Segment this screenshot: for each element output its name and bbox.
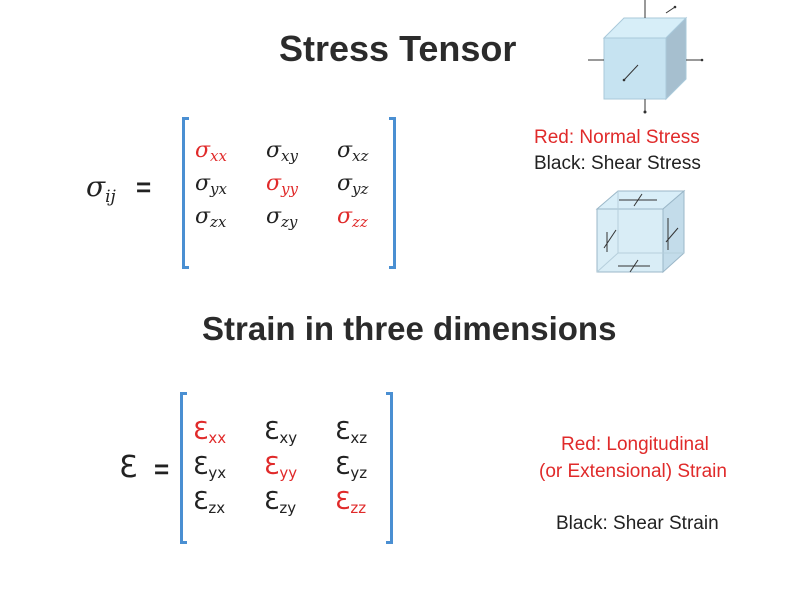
strain-cell-symbol: Ɛ: [335, 451, 351, 480]
stress-cell-symbol: σ: [195, 138, 211, 163]
stress-symbol-sub: ij: [105, 187, 116, 207]
strain-matrix-cell: Ɛxy: [264, 416, 297, 447]
strain-matrix-cell: Ɛyx: [193, 451, 226, 482]
strain-matrix-left-bracket: [180, 392, 187, 544]
stress-symbol: σij: [86, 170, 116, 207]
strain-cell-symbol: Ɛ: [193, 486, 209, 515]
stress-cell-symbol: σ: [266, 138, 282, 163]
strain-cell-subscript: yx: [208, 464, 227, 482]
strain-cell-subscript: xz: [350, 429, 368, 447]
stress-symbol-base: σ: [86, 170, 106, 203]
stress-cell-symbol: σ: [195, 204, 211, 229]
stress-matrix-cell: σxx: [195, 138, 227, 165]
strain-cell-symbol: Ɛ: [335, 416, 351, 445]
strain-matrix-cell: Ɛyz: [335, 451, 367, 482]
stress-cell-symbol: σ: [266, 204, 282, 229]
stress-cell-subscript: yx: [210, 180, 227, 198]
stress-cell-symbol: σ: [266, 171, 282, 196]
strain-cell-subscript: xx: [208, 429, 227, 447]
strain-matrix-cell: Ɛzx: [193, 486, 225, 517]
stress-cell-subscript: yy: [281, 180, 298, 198]
stress-legend-normal: Red: Normal Stress: [534, 127, 700, 148]
strain-symbol: Ɛ: [119, 450, 138, 485]
normal-stress-cube-icon: [588, 0, 704, 114]
strain-cell-symbol: Ɛ: [264, 486, 280, 515]
strain-cell-subscript: yy: [279, 464, 298, 482]
strain-legend-extensional: (or Extensional) Strain: [539, 461, 727, 482]
stress-cell-symbol: σ: [195, 171, 211, 196]
stress-equals-sign: =: [136, 172, 152, 202]
strain-cell-subscript: xy: [279, 429, 298, 447]
stress-matrix-right-bracket: [389, 117, 396, 269]
strain-legend-longitudinal: Red: Longitudinal: [561, 434, 709, 455]
stress-matrix-cell: σxy: [266, 138, 298, 165]
strain-cell-symbol: Ɛ: [193, 416, 209, 445]
stress-cell-subscript: yz: [352, 180, 369, 198]
stress-cell-subscript: zy: [281, 213, 298, 231]
shear-stress-cube-icon: [595, 189, 686, 274]
stress-cell-subscript: xz: [352, 147, 369, 165]
strain-matrix-cell: Ɛyy: [264, 451, 297, 482]
stress-matrix-cell: σyy: [266, 171, 298, 198]
stress-legend-shear: Black: Shear Stress: [534, 153, 701, 174]
strain-matrix-cell: Ɛzz: [335, 486, 366, 517]
stress-tensor-title: Stress Tensor: [279, 28, 517, 69]
strain-cell-symbol: Ɛ: [193, 451, 209, 480]
stress-cell-subscript: xx: [210, 147, 227, 165]
stress-cell-subscript: xy: [281, 147, 298, 165]
strain-cell-symbol: Ɛ: [264, 416, 280, 445]
strain-cell-symbol: Ɛ: [335, 486, 351, 515]
stress-cell-symbol: σ: [337, 171, 353, 196]
stress-matrix-left-bracket: [182, 117, 189, 269]
stress-cell-symbol: σ: [337, 138, 353, 163]
stress-matrix-cell: σyx: [195, 171, 227, 198]
strain-cell-subscript: zx: [208, 499, 226, 517]
strain-matrix-right-bracket: [386, 392, 393, 544]
stress-matrix-cell: σzz: [337, 204, 368, 231]
stress-cell-subscript: zz: [352, 213, 368, 231]
stress-matrix-cell: σzy: [266, 204, 297, 231]
strain-title: Strain in three dimensions: [202, 310, 617, 347]
stress-matrix-cell: σyz: [337, 171, 368, 198]
strain-equals-sign: =: [154, 454, 170, 484]
strain-matrix-cell: Ɛzy: [264, 486, 296, 517]
strain-matrix-cell: Ɛxx: [193, 416, 226, 447]
stress-cell-subscript: zx: [210, 213, 227, 231]
stress-cell-symbol: σ: [337, 204, 353, 229]
strain-cell-symbol: Ɛ: [264, 451, 280, 480]
strain-cell-subscript: zy: [279, 499, 297, 517]
stress-matrix-cell: σxz: [337, 138, 368, 165]
strain-cell-subscript: yz: [350, 464, 368, 482]
strain-cell-subscript: zz: [350, 499, 367, 517]
strain-legend-shear: Black: Shear Strain: [556, 513, 719, 534]
stress-matrix-cell: σzx: [195, 204, 226, 231]
strain-matrix-cell: Ɛxz: [335, 416, 367, 447]
